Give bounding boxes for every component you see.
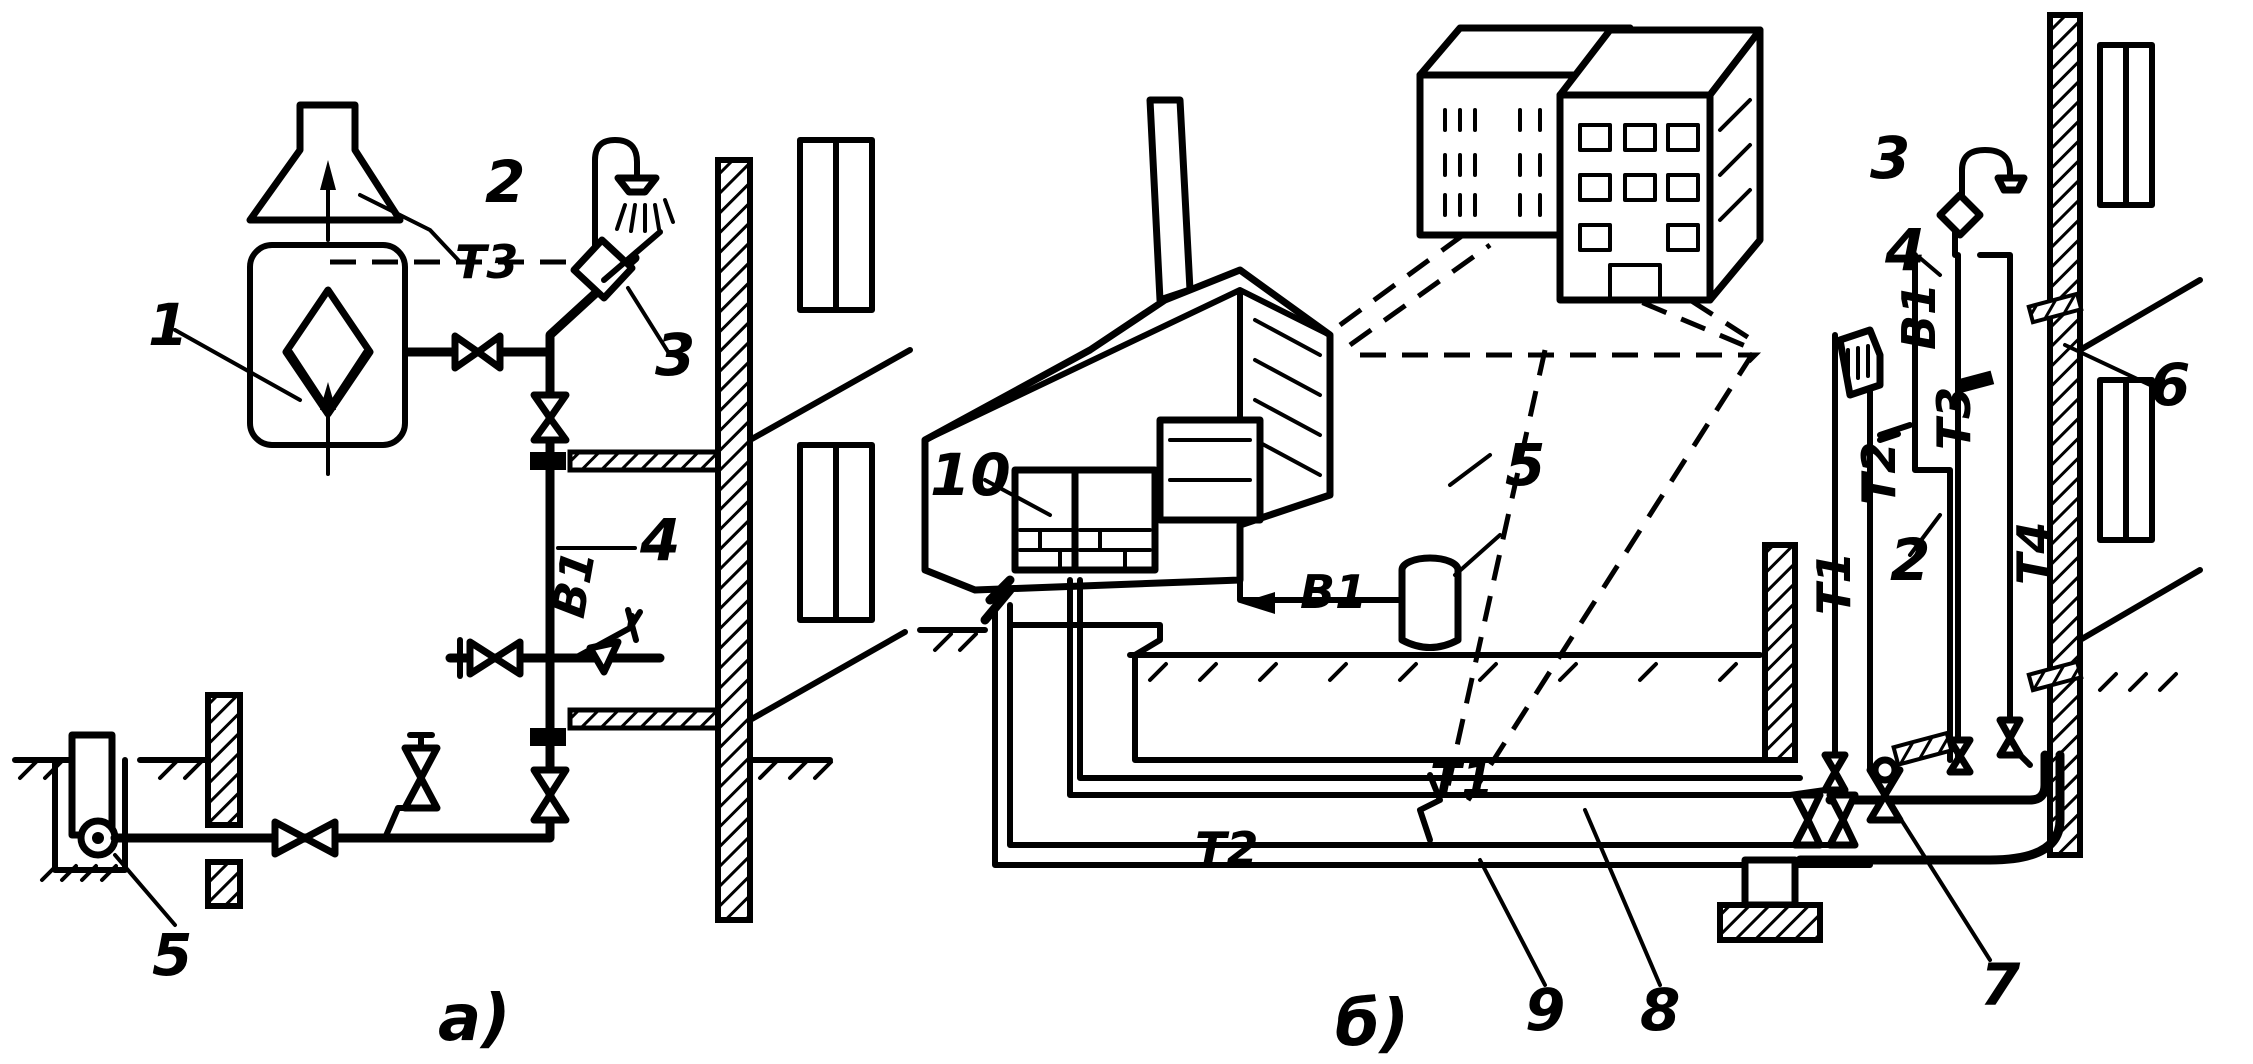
- callout-b-5: 5: [1505, 431, 1545, 499]
- gate-valve-a5: [530, 391, 570, 444]
- gate-valve-a4: [457, 637, 524, 679]
- floor-slab-1: [567, 707, 738, 731]
- building-wall-a: [715, 157, 753, 923]
- pipe-label-b1-yard: В1: [1300, 565, 1367, 619]
- ground-b: [917, 627, 1763, 658]
- well-pit: [40, 731, 128, 882]
- entrance-door: [1608, 263, 1662, 302]
- pipe-label-t2-main: Т2: [1195, 822, 1258, 876]
- riser-t3: [1912, 252, 1953, 763]
- chimney: [1146, 96, 1194, 304]
- panel-b: В1: [917, 12, 2203, 1061]
- pipe-label-t1-main: Т1: [1430, 752, 1493, 806]
- exhaust-hood: [246, 101, 404, 224]
- leader-1: [173, 328, 302, 402]
- shower-head-a: [614, 174, 660, 196]
- building-edge-b: [2077, 277, 2203, 643]
- mixer-3: [570, 236, 636, 302]
- callout-b-4: 4: [1884, 216, 1925, 284]
- building-edge-a: [747, 347, 913, 723]
- foundation-base: [1717, 902, 1823, 943]
- building-wall-b: [2047, 12, 2083, 858]
- leader-5: [113, 853, 177, 927]
- valve-b4: [1791, 791, 1824, 849]
- panel-caption-a: а): [438, 982, 510, 1056]
- panel-caption-b: б): [1335, 987, 1409, 1061]
- callout-a-2: 2: [485, 148, 525, 216]
- valve-b2: [1946, 736, 1974, 776]
- valve-b3: [1996, 716, 2024, 759]
- foundation-block: [1741, 856, 1799, 909]
- yard-pipe-b1: [1237, 517, 1423, 603]
- pipe-label-t1-riser: Т1: [1807, 552, 1861, 615]
- pipe-label-b1-a: В1: [541, 546, 606, 621]
- expansion-joint: [1417, 772, 1443, 843]
- valve-b1: [1821, 751, 1849, 794]
- boiler-3: [1156, 416, 1264, 524]
- pipe-label-t2-riser: Т2: [1852, 442, 1906, 505]
- callout-b-3: 3: [1870, 124, 1910, 192]
- leader-2: [358, 193, 462, 264]
- callout-a-1: 1: [148, 291, 188, 359]
- main-t2-inner: [1007, 602, 1853, 848]
- callout-a-4: 4: [639, 506, 680, 574]
- wall-stub-2: [205, 859, 243, 909]
- gate-valve-a6: [451, 332, 504, 372]
- callout-b-7: 7: [1980, 951, 2021, 1019]
- floor-slab-2: [567, 449, 738, 473]
- valve-b5: [1826, 791, 1859, 849]
- pipe-label-t3-a: Т3: [455, 235, 518, 289]
- gate-valve-a3: [530, 766, 570, 824]
- street-dash-2: [1462, 267, 1759, 807]
- callout-b-8: 8: [1640, 976, 1680, 1044]
- return-connection: [1825, 750, 2050, 805]
- pipe-label-t4-riser: Т4: [2007, 522, 2061, 585]
- riser-t4: [1977, 252, 2033, 768]
- culvert-wall: [1762, 542, 1798, 763]
- leader-3: [626, 286, 672, 357]
- gate-valve-a2: [401, 732, 441, 812]
- gate-valve-a1: [271, 818, 339, 858]
- pipe-label-t3-riser: Т3: [1927, 387, 1981, 450]
- street-dash-1: [1348, 242, 1492, 348]
- shower-pipe-a: [592, 137, 640, 283]
- pipe-label-b1-riser: В1: [1892, 283, 1946, 350]
- slab-mark-1: [530, 728, 566, 746]
- culvert: [1132, 652, 1768, 763]
- mixer-3-b: [1936, 191, 1984, 239]
- main-t1-inner: [1077, 577, 1803, 781]
- slab-mark-2: [530, 452, 566, 470]
- main-zigzag: [980, 575, 1015, 625]
- callout-a-5: 5: [152, 921, 192, 989]
- callout-b-9: 9: [1525, 976, 1565, 1044]
- panel-a: 1 2 3 4 5 Т3 В1 а): [12, 101, 913, 1056]
- callout-b-10: 10: [930, 441, 1011, 509]
- callout-b-6: 6: [2150, 351, 2190, 419]
- callout-a-3: 3: [655, 321, 695, 389]
- shower-head-b: [1994, 174, 2028, 194]
- main-t2-outer: [992, 607, 1873, 868]
- boiler-2: [1071, 466, 1159, 574]
- floor-slab-b: [2026, 291, 2084, 325]
- wall-stub-1: [205, 692, 243, 828]
- elevator-7: [1866, 766, 1904, 824]
